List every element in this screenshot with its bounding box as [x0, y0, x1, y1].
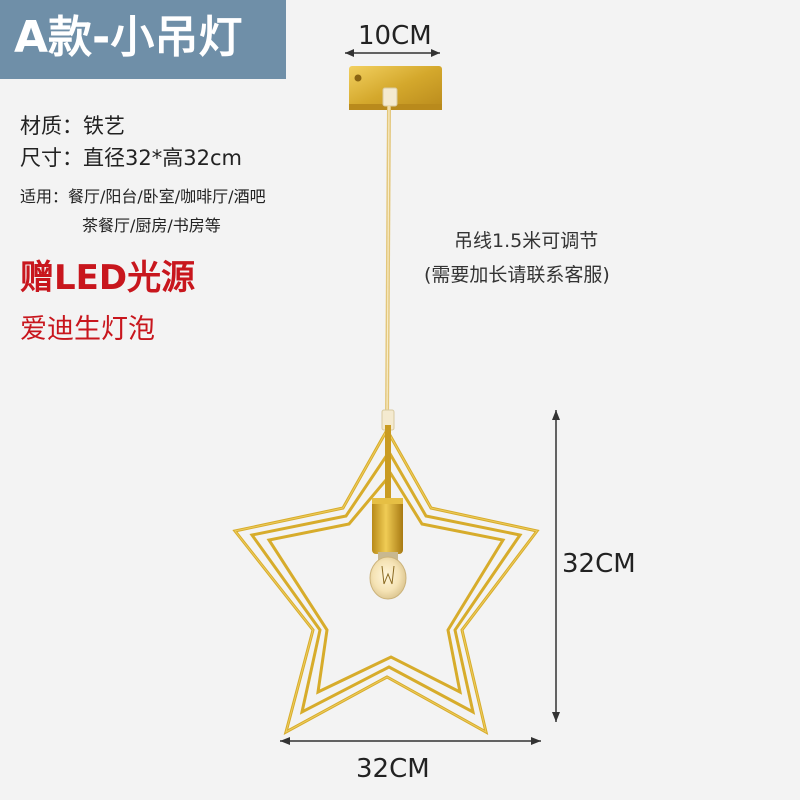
product-title: A款-小吊灯	[14, 12, 243, 63]
spec-material: 材质：铁艺	[20, 114, 125, 138]
ceiling-canopy	[349, 66, 442, 110]
promo-bulb-text: 爱迪生灯泡	[20, 314, 155, 345]
dimension-width	[280, 737, 541, 745]
lamp-socket	[372, 425, 403, 554]
spec-usage-line2: 茶餐厅/厨房/书房等	[82, 216, 221, 235]
dimension-height	[552, 410, 560, 722]
edison-bulb-icon	[369, 552, 407, 600]
dimension-canopy	[345, 49, 440, 57]
title-banner: A款-小吊灯	[0, 0, 286, 79]
height-dimension-label: 32CM	[562, 549, 636, 579]
spec-usage-line1: 适用：餐厅/阳台/卧室/咖啡厅/酒吧	[20, 187, 266, 206]
cable-note-line1: 吊线1.5米可调节	[454, 230, 599, 252]
width-dimension-label: 32CM	[356, 754, 430, 784]
hanging-cable	[381, 105, 395, 431]
promo-gift-text: 赠LED光源	[20, 258, 196, 298]
cable-note-line2: (需要加长请联系客服)	[424, 264, 610, 286]
spec-size: 尺寸：直径32*高32cm	[20, 146, 242, 170]
canopy-dimension-label: 10CM	[358, 21, 432, 51]
star-frame-highlight	[234, 428, 538, 733]
